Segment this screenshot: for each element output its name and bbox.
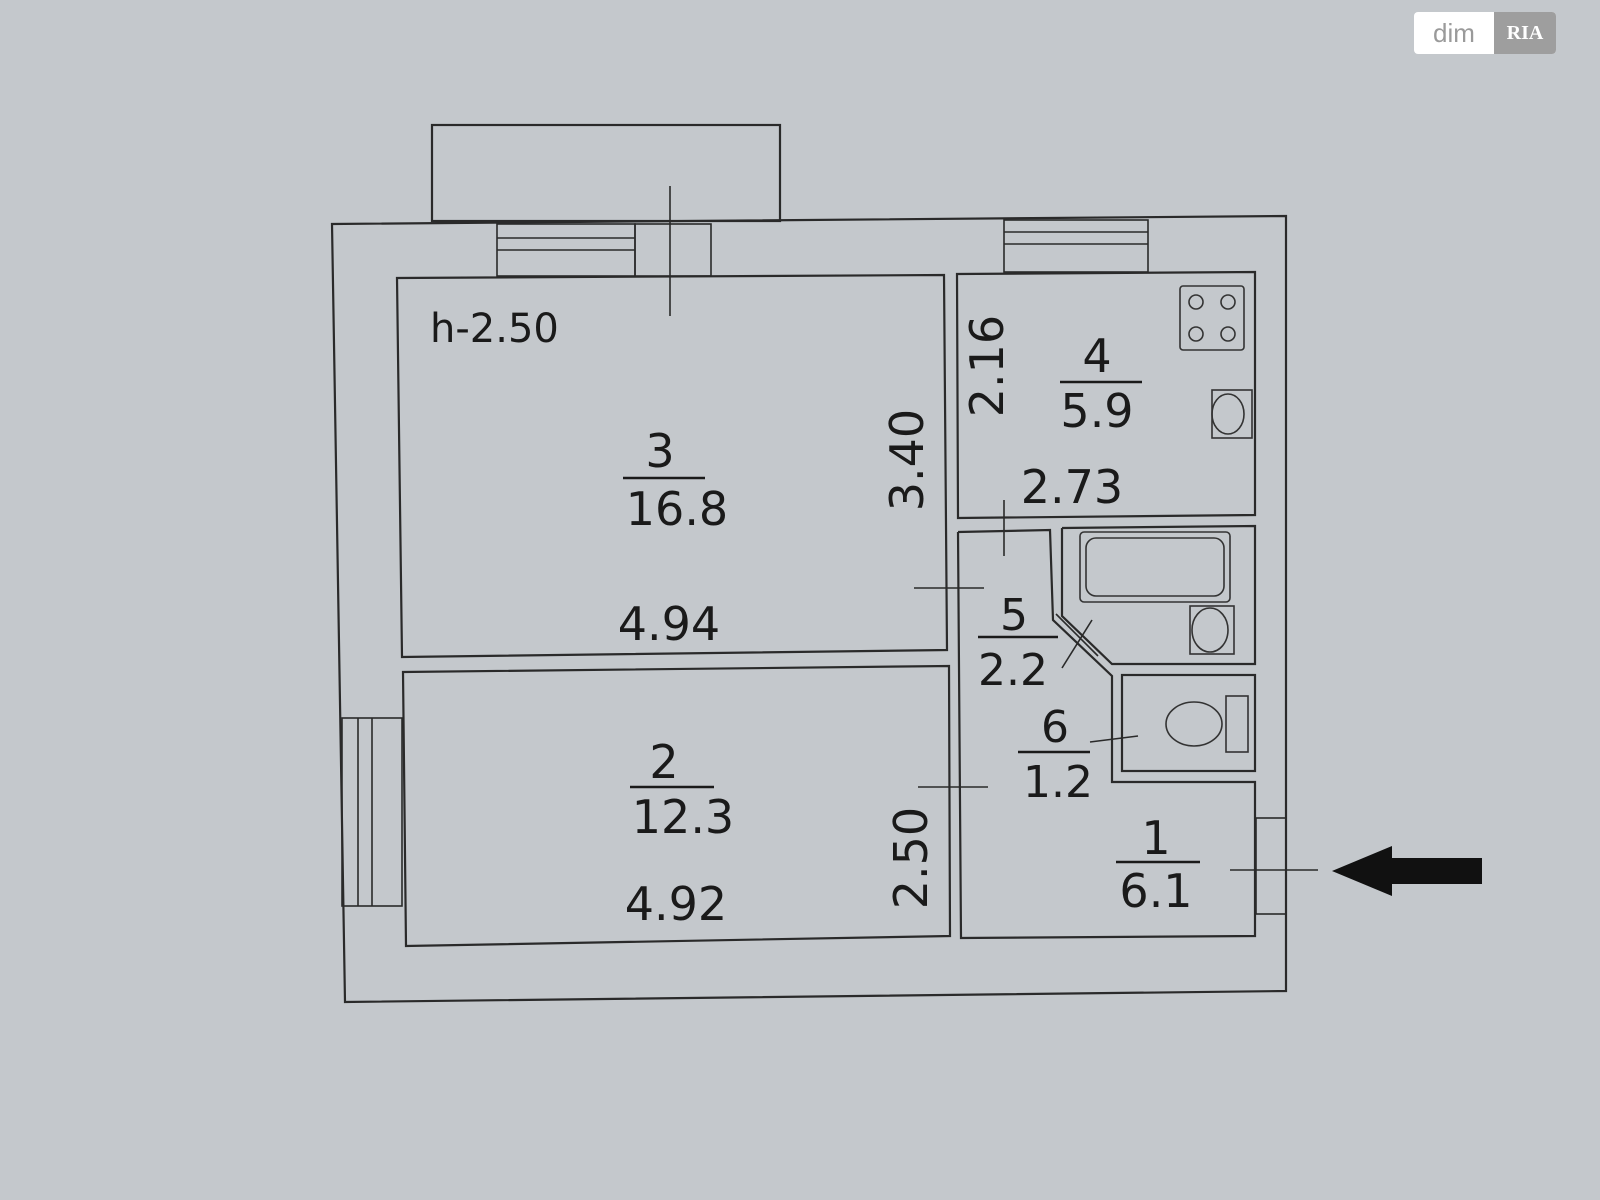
window-room3 (496, 223, 636, 277)
entrance-arrow-icon (1332, 846, 1482, 896)
toilet-icon (1165, 695, 1249, 753)
room-4-outline (955, 270, 1257, 520)
room-4-width: 2.73 (1021, 460, 1123, 514)
kitchen-sink-icon (1211, 389, 1253, 439)
window-kitchen (1003, 219, 1149, 273)
room-5-area: 2.2 (978, 645, 1048, 696)
watermark: dim RIA (1414, 12, 1556, 54)
room-2-outline (401, 664, 952, 948)
room-2-number: 2 (649, 735, 678, 789)
room-3-depth: 3.40 (880, 409, 934, 511)
room-3-area: 16.8 (626, 482, 728, 536)
bathroom-sink-icon (1189, 605, 1235, 655)
window-room2 (341, 717, 403, 907)
room-1-area: 6.1 (1119, 864, 1192, 918)
room-6-number: 6 (1041, 702, 1069, 753)
room-4-label: 4 5.9 (1060, 329, 1142, 438)
room-6-outline (1120, 673, 1257, 773)
room-6-area: 1.2 (1023, 757, 1093, 808)
stove-icon (1179, 285, 1245, 351)
room-1-number: 1 (1141, 811, 1170, 865)
room-2-depth: 2.50 (884, 807, 938, 909)
room-4-number: 4 (1082, 329, 1111, 383)
ceiling-height-label: h-2.50 (430, 306, 559, 352)
room-3-outline (395, 273, 949, 659)
entrance-door (1255, 817, 1287, 915)
door-markers (914, 500, 1318, 871)
outer-wall (330, 214, 1288, 1004)
room-5-number: 5 (1000, 590, 1028, 641)
watermark-logo: RIA (1494, 12, 1556, 54)
room-5-outline (956, 528, 1257, 940)
balcony-door (634, 186, 712, 316)
room-2-area: 12.3 (632, 790, 734, 844)
room-5-label: 5 2.2 (978, 590, 1058, 696)
bathtub-icon (1079, 531, 1231, 603)
balcony (430, 123, 782, 223)
room-4-depth: 2.16 (960, 315, 1014, 417)
bathroom-outline (1060, 524, 1257, 666)
room-2-label: 2 12.3 (630, 735, 734, 844)
room-6-label: 6 1.2 (1018, 702, 1093, 808)
room-3-number: 3 (645, 424, 674, 478)
room-4-area: 5.9 (1060, 384, 1133, 438)
room-1-label: 1 6.1 (1116, 811, 1200, 918)
watermark-text: dim (1433, 17, 1475, 48)
room-3-width: 4.94 (618, 597, 720, 651)
room-3-label: 3 16.8 (623, 424, 728, 536)
room-2-width: 4.92 (625, 877, 727, 931)
